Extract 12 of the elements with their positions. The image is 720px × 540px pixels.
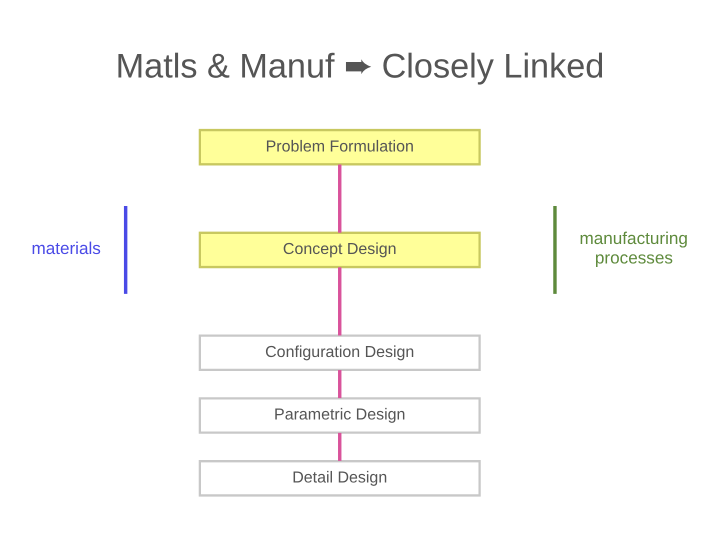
node-box: Parametric Design [198,396,481,434]
node-box: Concept Design [198,231,481,268]
diagram-title: Matls & Manuf ➨ Closely Linked [116,47,604,86]
label: materials [31,238,101,258]
connector [338,266,342,335]
connector [338,370,342,398]
node-box: Configuration Design [198,334,481,370]
label: manufacturing processes [580,228,688,268]
node-box: Detail Design [198,460,481,496]
connector [338,432,342,460]
node-box: Problem Formulation [198,128,481,165]
connector [338,164,342,232]
